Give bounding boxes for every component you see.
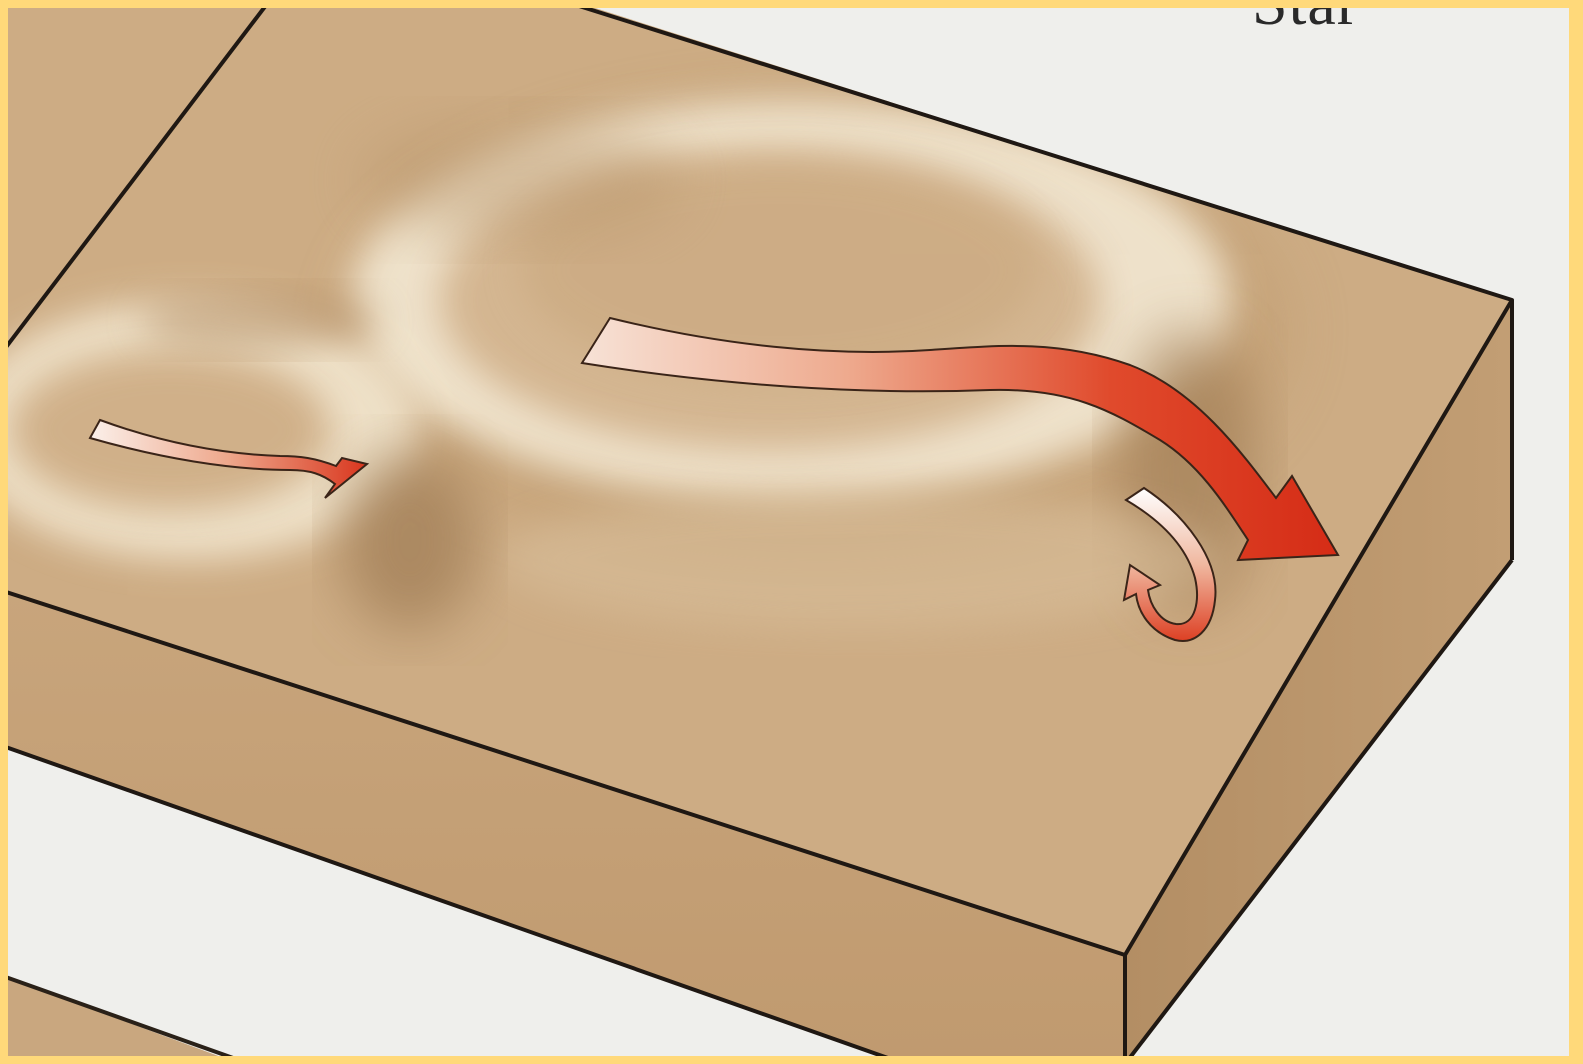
partial-heading: Star bbox=[1252, 0, 1359, 40]
